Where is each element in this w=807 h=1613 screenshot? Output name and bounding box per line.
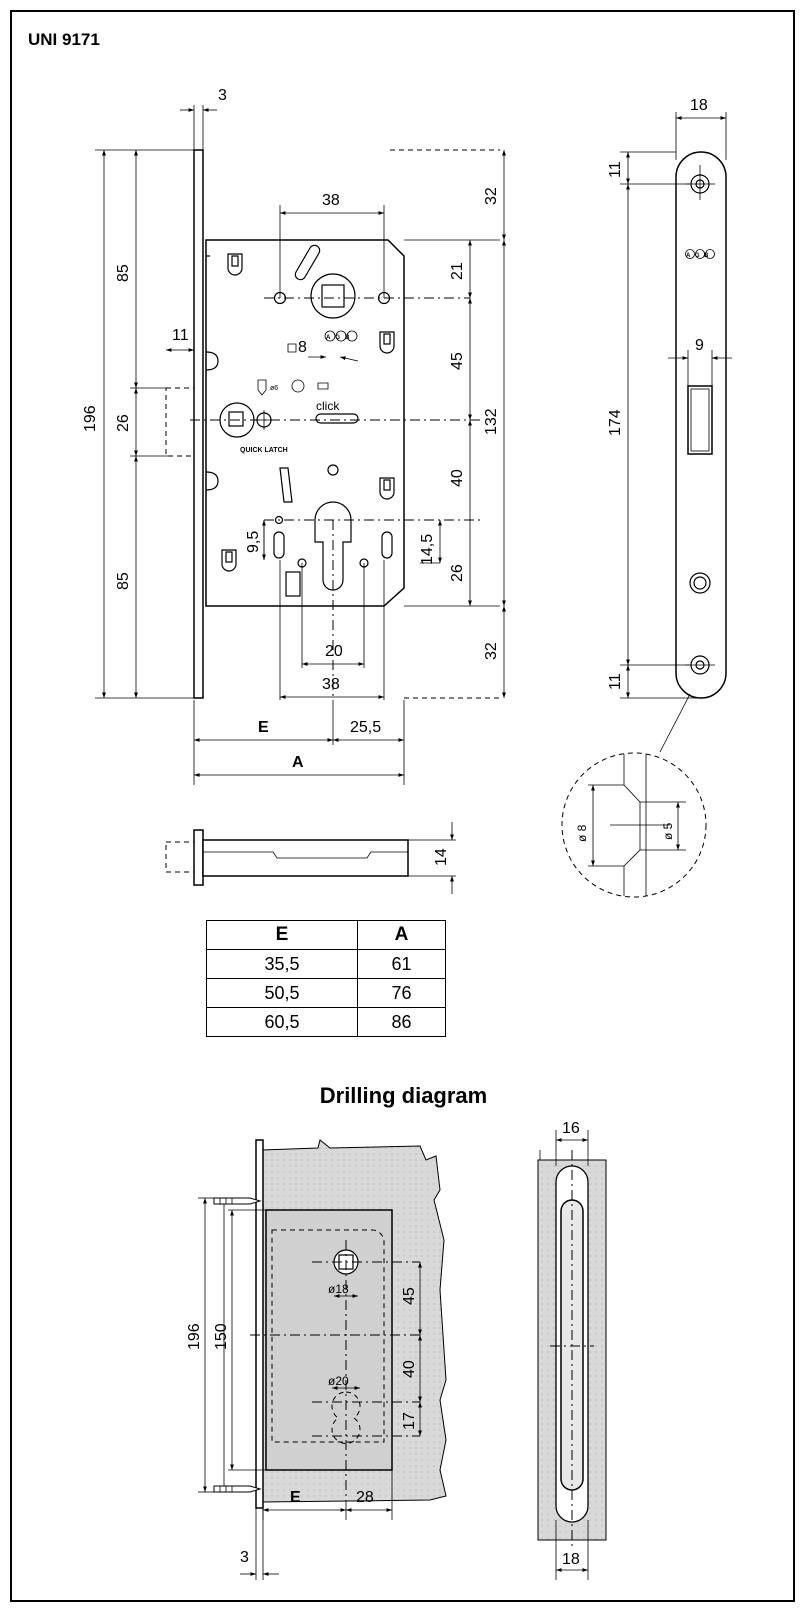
dim-right-132: 132 xyxy=(483,408,500,435)
dim-25-5: 25,5 xyxy=(350,719,381,736)
drilling-diagram-heading: Drilling diagram xyxy=(319,1083,488,1108)
dim-right-32-top: 32 xyxy=(483,187,500,205)
dim-side-174: 174 xyxy=(607,409,624,436)
front-view: QUICK LATCH click ø6 xyxy=(82,87,506,785)
dim-right-26: 26 xyxy=(449,564,466,582)
dim-right-40: 40 xyxy=(449,469,466,487)
table-cell: 76 xyxy=(356,978,447,1008)
click-label: click xyxy=(316,399,340,413)
dim-upper-85: 85 xyxy=(115,264,132,282)
dim-left-9-5: 9,5 xyxy=(245,531,262,553)
faceplate xyxy=(193,149,204,699)
dim-latch-11: 11 xyxy=(172,327,189,344)
dim-detail-d5: ø 5 xyxy=(661,822,675,840)
dim-drill-3: 3 xyxy=(240,1549,249,1566)
dim-thickness-14: 14 xyxy=(433,848,450,866)
countersink-detail: ø 8 ø 5 xyxy=(561,752,707,898)
table-header-e: E xyxy=(206,920,358,950)
dim-detail-d8: ø 8 xyxy=(575,824,589,842)
top-view: 14 xyxy=(165,822,456,894)
table-row: 50,5 76 xyxy=(206,978,447,1008)
dim-bottom-38: 38 xyxy=(322,676,340,693)
dim-right-32-bottom: 32 xyxy=(483,642,500,660)
dim-e: E xyxy=(258,719,269,736)
brand-logo xyxy=(324,330,358,342)
follower-hub xyxy=(310,273,356,319)
dim-a: A xyxy=(292,754,304,771)
dim-drill-e: E xyxy=(290,1489,301,1506)
table-cell: 61 xyxy=(356,949,447,979)
follower-square xyxy=(321,284,345,308)
table-header-a: A xyxy=(356,920,447,950)
dim-slot-16: 16 xyxy=(562,1120,580,1137)
diameter-6-label: ø6 xyxy=(270,385,278,392)
e-a-table: E A 35,5 61 50,5 76 60,5 86 xyxy=(206,920,447,1037)
dim-square-8: 8 xyxy=(298,339,307,356)
dim-drill-d18: ø18 xyxy=(328,1282,349,1296)
dim-side-bottom-11: 11 xyxy=(607,673,624,690)
dim-width-38-top: 38 xyxy=(322,192,340,209)
table-cell: 50,5 xyxy=(206,978,358,1008)
cylinder-hole xyxy=(331,1391,361,1444)
dim-side-top-11: 11 xyxy=(607,161,624,178)
table-header-row: E A xyxy=(206,920,447,950)
drilling-side: 16 18 xyxy=(537,1120,607,1580)
drilling-front: 196 150 ø18 ø20 45 40 17 E 28 3 xyxy=(186,1139,447,1580)
table-cell: 35,5 xyxy=(206,949,358,979)
dim-drill-150: 150 xyxy=(213,1323,230,1350)
dim-right-21: 21 xyxy=(449,262,466,280)
quick-latch-label: QUICK LATCH xyxy=(240,447,288,454)
dim-lower-85: 85 xyxy=(115,572,132,590)
dim-side-slot-9: 9 xyxy=(695,337,704,354)
dim-right-45: 45 xyxy=(449,352,466,370)
dim-slot-18: 18 xyxy=(562,1551,580,1568)
dim-top-offset: 3 xyxy=(218,87,227,104)
dim-drill-196: 196 xyxy=(186,1323,203,1350)
table-row: 60,5 86 xyxy=(206,1007,447,1037)
dim-drill-40: 40 xyxy=(401,1360,418,1378)
dim-height-196: 196 xyxy=(82,405,99,432)
lock-body-top xyxy=(202,839,409,877)
table-row: 35,5 61 xyxy=(206,949,447,979)
dim-bottom-20: 20 xyxy=(325,643,343,660)
side-brand-logo xyxy=(685,249,715,259)
drawing-sheet xyxy=(10,10,795,1602)
dim-drill-45: 45 xyxy=(401,1287,418,1305)
dim-right-14-5: 14,5 xyxy=(419,534,436,565)
latch-bolt xyxy=(165,387,195,457)
pocket-cutout xyxy=(265,1209,393,1471)
dim-side-18: 18 xyxy=(690,97,708,114)
dim-drill-d20: ø20 xyxy=(328,1374,349,1388)
dim-latch-26: 26 xyxy=(115,414,132,432)
side-view: 18 11 174 11 9 xyxy=(607,97,732,753)
table-cell: 86 xyxy=(356,1007,447,1037)
drawing-title: UNI 9171 xyxy=(28,30,100,49)
table-cell: 60,5 xyxy=(206,1007,358,1037)
latch-slot xyxy=(687,385,713,455)
dim-drill-17: 17 xyxy=(401,1412,418,1430)
dim-drill-28: 28 xyxy=(356,1489,374,1506)
